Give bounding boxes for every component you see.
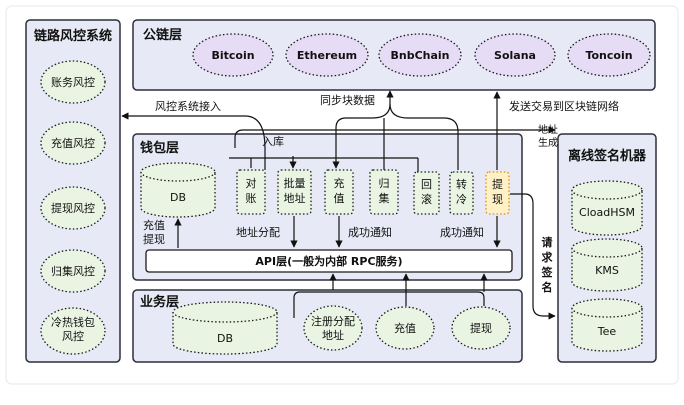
offline-signer-panel: 离线签名机器 CloadHSM KMS Tee — [557, 133, 657, 363]
module-collect: 归集 — [369, 169, 399, 215]
module-withdraw: 提现 — [485, 171, 510, 215]
module-label: 转冷 — [456, 177, 467, 206]
offline-signer-title: 离线签名机器 — [568, 148, 647, 164]
connectors — [121, 90, 556, 320]
label-success-notify-2: 成功通知 — [440, 225, 484, 239]
risk-item-4: 归集风控 — [40, 249, 106, 293]
chain-label: BnbChain — [390, 49, 449, 62]
annotations: 风控系统接入 同步块数据 发送交易到区块链网络 入库 地址生成 充值提现 地址分… — [143, 93, 619, 294]
risk-panel-title: 链路风控系统 — [33, 28, 112, 44]
signer-label: CloadHSM — [579, 206, 635, 219]
wallet-db: DB — [140, 162, 216, 218]
line-business-row — [293, 291, 485, 318]
risk-item-2: 充值风控 — [40, 121, 106, 165]
label-addr-assign: 地址分配 — [236, 225, 280, 239]
risk-control-panel: 链路风控系统 账务风控 充值风控 提现风控 归集风控 冷热钱包风控 — [25, 19, 121, 363]
label-inbound: 入库 — [262, 135, 284, 148]
label-sync-block: 同步块数据 — [320, 93, 375, 107]
business-db-label: DB — [217, 332, 233, 345]
risk-item-label: 账务风控 — [51, 75, 95, 89]
arrow-to-signer — [234, 126, 556, 148]
signer-cloudhsm: CloadHSM — [571, 180, 643, 236]
module-label: 回滚 — [421, 178, 432, 206]
risk-item-3: 提现风控 — [40, 186, 106, 230]
arrow-sync-cold — [389, 103, 459, 170]
chain-bitcoin: Bitcoin — [192, 33, 274, 77]
label-request-sign: 请求签名 — [541, 235, 554, 294]
arrow-sync-deposit — [332, 103, 391, 169]
label-send-tx: 发送交易到区块链网络 — [509, 99, 619, 113]
label-success-notify-1: 成功通知 — [348, 225, 392, 239]
chain-label: Ethereum — [297, 49, 357, 62]
module-label: 批量地址 — [284, 176, 306, 205]
module-label: 对账 — [246, 176, 257, 205]
business-item-label: 注册分配地址 — [311, 314, 355, 342]
business-layer-title: 业务层 — [140, 294, 179, 310]
signer-label: KMS — [595, 264, 619, 277]
risk-item-label: 归集风控 — [51, 264, 95, 278]
label-risk-access: 风控系统接入 — [155, 99, 221, 113]
chain-label: Toncoin — [585, 49, 632, 62]
chain-bnbchain: BnbChain — [378, 33, 462, 77]
api-bar-label: API层(一般为内部 RPC服务) — [255, 254, 402, 268]
wallet-layer-title: 钱包层 — [140, 140, 179, 156]
signer-tee: Tee — [571, 298, 643, 352]
public-chain-layer: 公链层 Bitcoin Ethereum BnbChain Solana Ton… — [132, 19, 656, 91]
chain-solana: Solana — [474, 33, 556, 77]
chain-label: Solana — [494, 49, 536, 62]
label-addr-gen: 地址生成 — [538, 123, 558, 149]
business-layer: 业务层 DB 注册分配地址 充值 提现 — [132, 289, 523, 363]
module-to-cold: 转冷 — [449, 171, 474, 215]
module-reconcile: 对账 — [236, 169, 266, 215]
chain-label: Bitcoin — [211, 49, 254, 62]
arrow-request-sign — [510, 193, 556, 320]
api-bar — [145, 249, 513, 273]
risk-item-label: 提现风控 — [51, 201, 95, 215]
module-label: 充值 — [334, 176, 345, 205]
risk-item-5: 冷热钱包风控 — [40, 307, 106, 355]
business-item-label: 提现 — [470, 322, 492, 335]
module-deposit: 充值 — [324, 169, 354, 215]
business-item-label: 充值 — [394, 321, 416, 335]
business-db: DB — [172, 301, 278, 355]
wallet-layer: 钱包层 DB 对账 批量地址 充值 归集 回滚 转 — [132, 133, 523, 281]
arrow-risk-access — [121, 112, 266, 170]
business-register-address: 注册分配地址 — [303, 305, 363, 351]
risk-item-label: 冷热钱包风控 — [51, 315, 95, 343]
label-deposit-withdraw: 充值提现 — [143, 218, 165, 246]
module-batch-address: 批量地址 — [277, 169, 312, 215]
module-label: 提现 — [492, 178, 503, 206]
business-deposit: 充值 — [375, 306, 435, 350]
signer-kms: KMS — [571, 238, 643, 292]
business-withdraw: 提现 — [451, 306, 511, 350]
signer-label: Tee — [597, 325, 617, 338]
wallet-db-label: DB — [170, 191, 186, 204]
risk-item-1: 账务风控 — [40, 60, 106, 104]
module-rollback: 回滚 — [413, 171, 440, 215]
risk-item-label: 充值风控 — [51, 136, 95, 150]
module-label: 归集 — [379, 176, 390, 205]
public-chain-title: 公链层 — [143, 27, 182, 43]
chain-ethereum: Ethereum — [285, 33, 369, 77]
chain-toncoin: Toncoin — [567, 33, 651, 77]
